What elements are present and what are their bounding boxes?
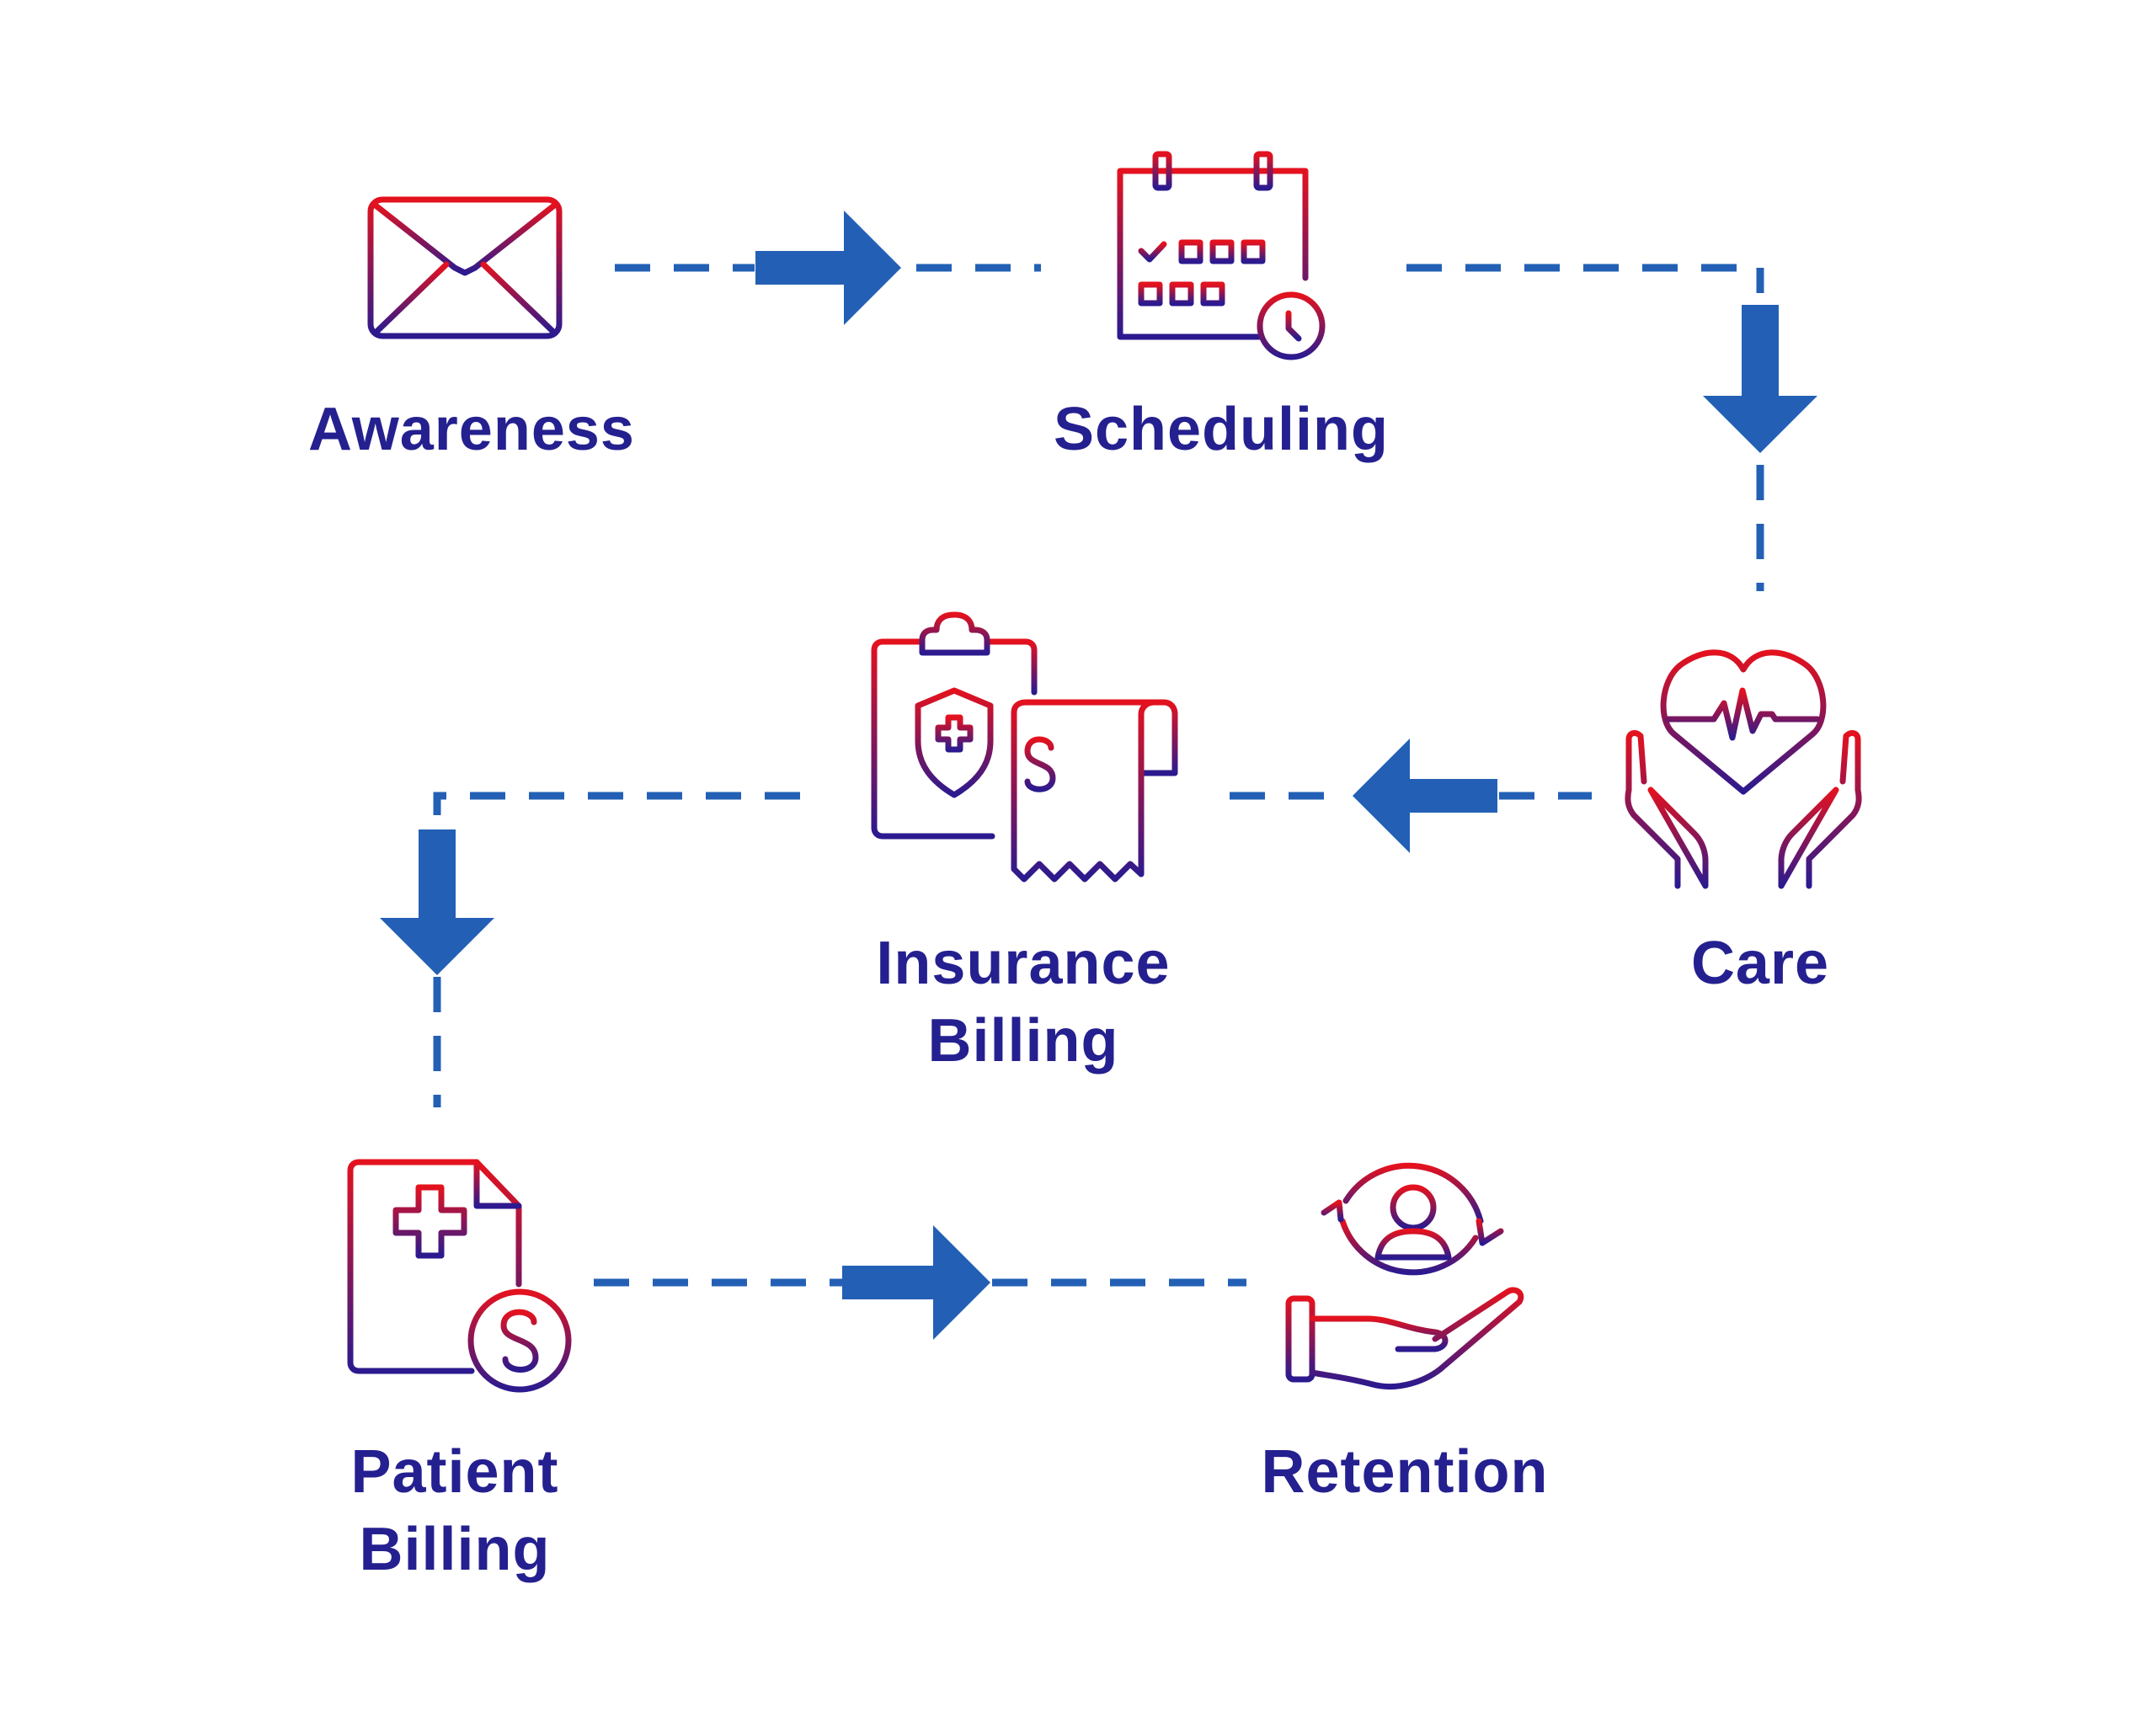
arrow-down-1 bbox=[1703, 305, 1817, 453]
step-label-line: Care bbox=[1690, 930, 1830, 997]
connector-insurance-billing-to-patient-billing bbox=[433, 792, 800, 1107]
arrow-left-1 bbox=[1353, 739, 1497, 853]
step-label-retention: Retention bbox=[1186, 1433, 1624, 1511]
arrow-down-2 bbox=[380, 829, 494, 975]
step-label-line: Insurance bbox=[876, 930, 1171, 997]
step-label-awareness: Awareness bbox=[253, 391, 691, 468]
connector-scheduling-to-care bbox=[1406, 264, 1764, 591]
step-label-line: Scheduling bbox=[1053, 396, 1390, 463]
insurance-clipboard-receipt-icon bbox=[871, 611, 1178, 883]
arrow-right-1 bbox=[755, 211, 901, 325]
step-label-patient-billing: Patient Billing bbox=[236, 1433, 674, 1588]
step-label-line: Billing bbox=[927, 1007, 1119, 1075]
arrow-right-2 bbox=[842, 1225, 990, 1340]
step-label-line: Patient bbox=[350, 1438, 559, 1506]
envelope-icon bbox=[367, 196, 563, 339]
step-label-line: Retention bbox=[1261, 1438, 1549, 1506]
step-label-scheduling: Scheduling bbox=[1002, 391, 1440, 468]
step-label-insurance-billing: Insurance Billing bbox=[804, 925, 1242, 1080]
step-label-line: Awareness bbox=[308, 396, 635, 463]
medical-invoice-dollar-icon bbox=[347, 1159, 572, 1393]
heart-hands-icon bbox=[1625, 649, 1862, 889]
hand-person-cycle-icon bbox=[1285, 1162, 1524, 1390]
calendar-clock-icon bbox=[1117, 151, 1326, 360]
step-label-care: Care bbox=[1541, 925, 1979, 1002]
step-label-line: Billing bbox=[359, 1516, 551, 1583]
